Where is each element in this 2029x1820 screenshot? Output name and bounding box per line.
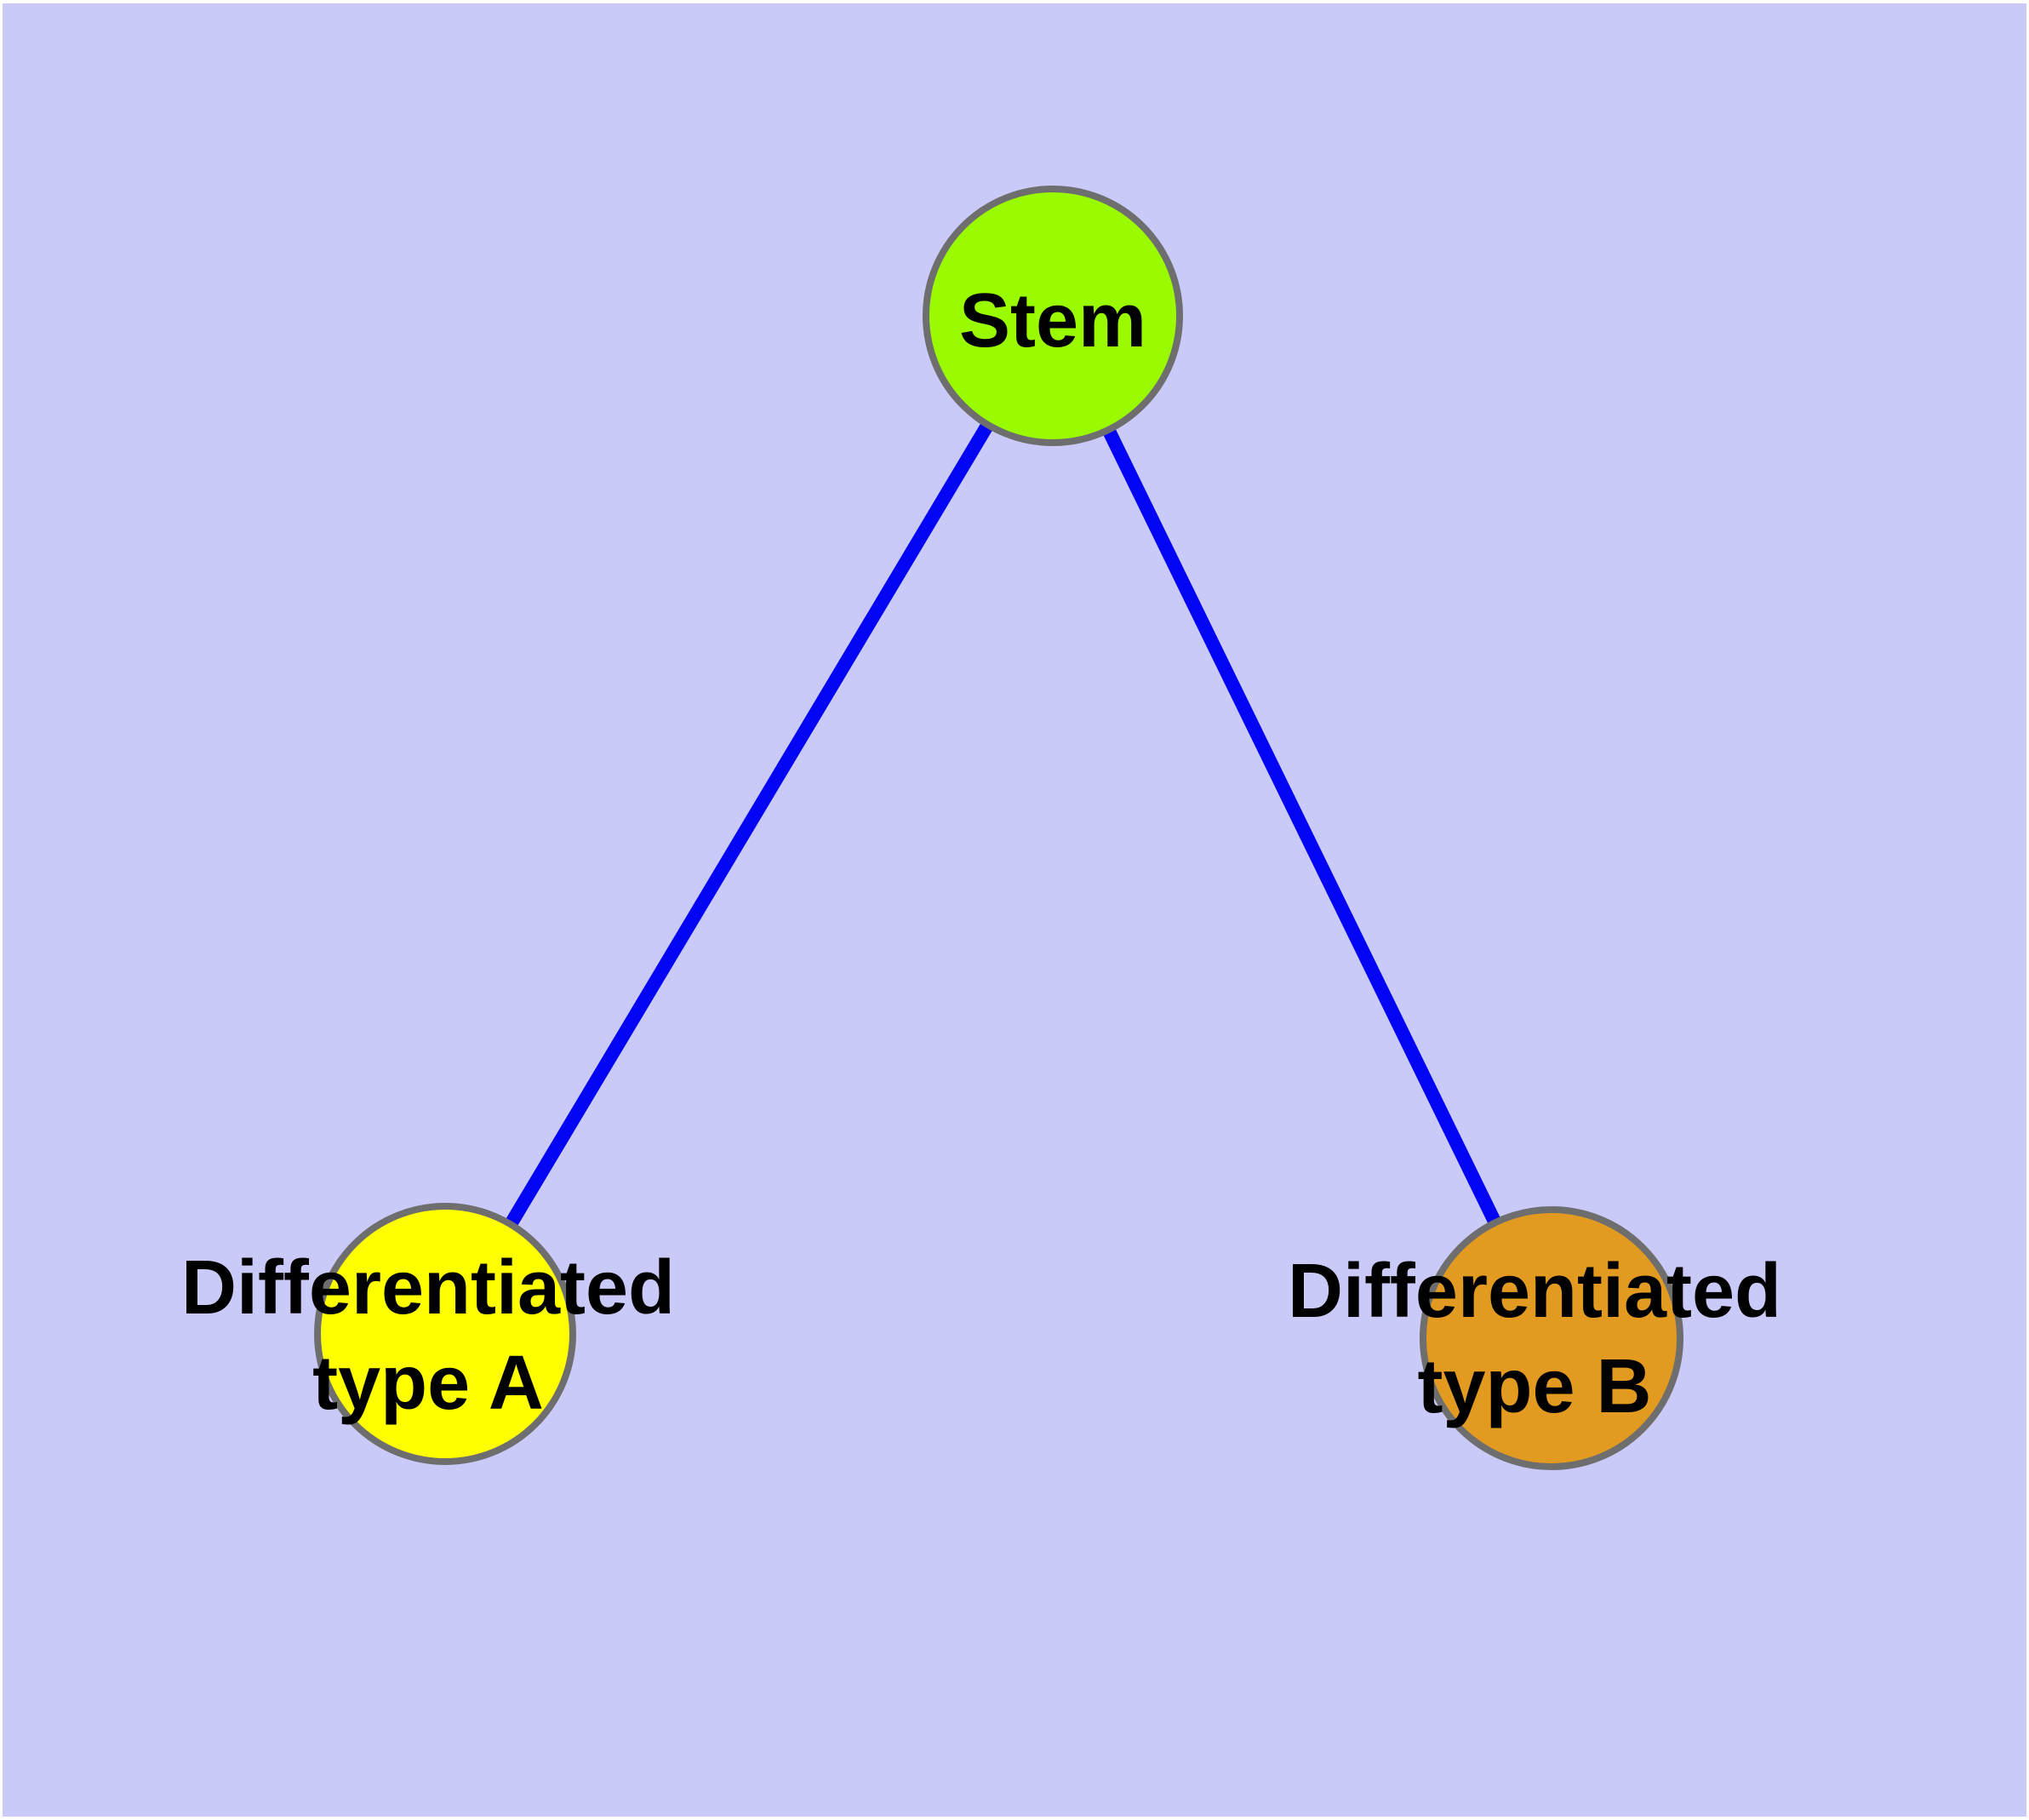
node-type-a-label-line-2: type A: [312, 1341, 544, 1426]
edge-stem-to-type-a: [439, 312, 1059, 1338]
node-stem-label-line-1: Stem: [959, 278, 1146, 363]
node-stem-circle: [923, 186, 1183, 446]
node-type-a-circle: [314, 1203, 576, 1465]
node-type-b-circle: [1420, 1206, 1683, 1470]
node-stem-label: Stem: [959, 278, 1146, 363]
node-type-b-label-line-1: Differentiated: [1288, 1249, 1781, 1334]
node-type-b-label-line-2: type B: [1417, 1344, 1651, 1429]
node-type-a-label: Differentiated type A: [181, 1245, 675, 1426]
node-type-b-label: Differentiated type B: [1288, 1249, 1781, 1429]
node-type-a-label-line-1: Differentiated: [181, 1245, 675, 1331]
edge-stem-to-type-b: [1046, 312, 1558, 1342]
